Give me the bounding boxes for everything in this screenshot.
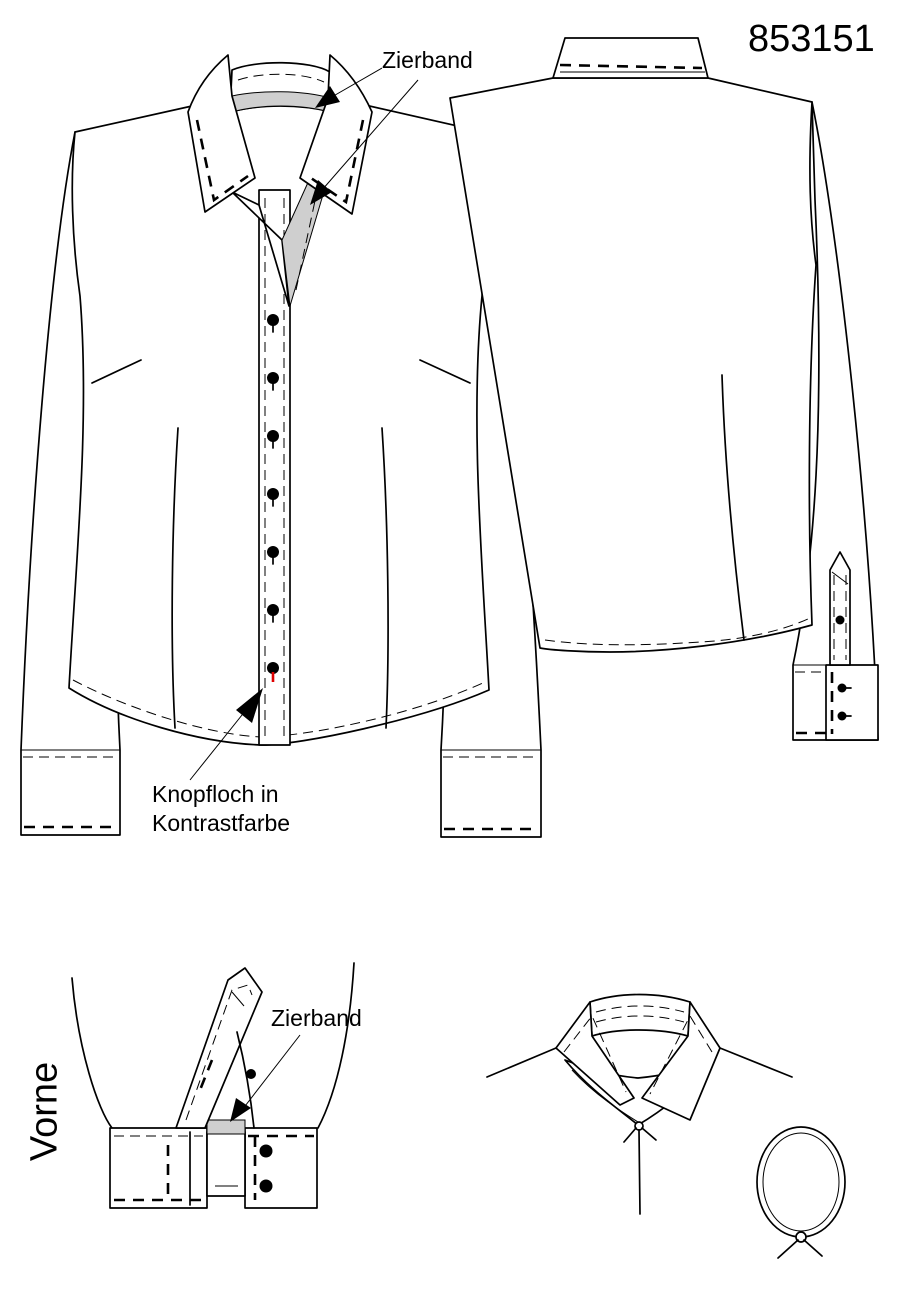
label-knopfloch-line2: Kontrastfarbe [152, 810, 291, 836]
front-collar-left [187, 54, 256, 213]
model-number: 853151 [748, 18, 875, 60]
front-collar-right [299, 54, 373, 215]
back-view [449, 37, 879, 741]
cuff-sleeve-placket [175, 967, 263, 1129]
label-zierband-cuff: Zierband [271, 1005, 362, 1031]
collar-detail [486, 993, 846, 1259]
label-vorne: Vorne [23, 1061, 66, 1162]
back-collar [552, 37, 709, 79]
cuff-detail [71, 962, 355, 1209]
annotation-arrows-front [189, 67, 419, 781]
cuff-zierband [206, 1119, 246, 1135]
label-zierband-collar: Zierband [382, 47, 473, 73]
tie-loop [756, 1126, 846, 1238]
front-buttons [267, 314, 279, 682]
back-bodice [449, 77, 817, 653]
front-view [20, 54, 542, 838]
label-knopfloch-line1: Knopfloch in [152, 781, 279, 807]
